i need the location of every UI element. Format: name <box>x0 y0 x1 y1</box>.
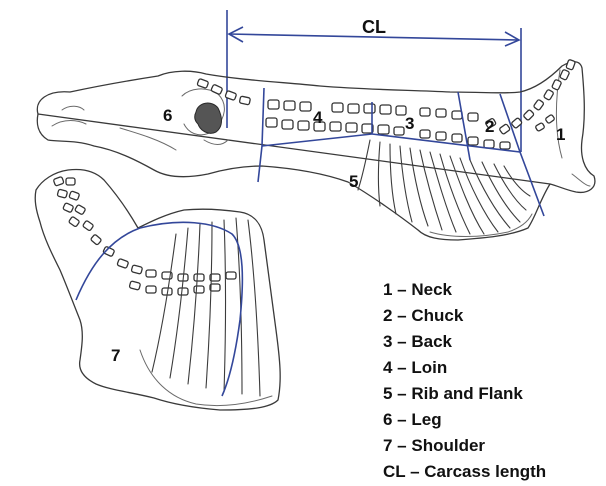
carcass-ribs <box>358 140 532 237</box>
part-number-6: 6 <box>163 106 172 125</box>
part-number-4: 4 <box>313 108 323 127</box>
cut-line-belly <box>262 134 372 146</box>
carcass-inner-detail <box>52 106 176 150</box>
legend-item-rib-and-flank: 5 – Rib and Flank <box>383 384 523 403</box>
part-number-1: 1 <box>556 125 565 144</box>
legend-item-loin: 4 – Loin <box>383 358 447 377</box>
legend-item-chuck: 2 – Chuck <box>383 306 464 325</box>
vertebrae-row-lower <box>266 118 510 149</box>
cut-line-chuck-neck <box>500 94 544 216</box>
forequarter-sketch: 7 <box>35 169 280 410</box>
legend-item-leg: 6 – Leg <box>383 410 442 429</box>
legend: 1 – Neck 2 – Chuck 3 – Back 4 – Loin 5 –… <box>383 280 546 481</box>
part-number-5: 5 <box>349 172 358 191</box>
hip-socket <box>195 103 222 133</box>
cut-line-shoulder <box>76 222 242 396</box>
legend-item-back: 3 – Back <box>383 332 453 351</box>
carcass-outline-lower <box>37 114 550 240</box>
part-number-2: 2 <box>485 117 494 136</box>
forequarter-ribs <box>140 218 272 406</box>
neck-vertebrae <box>485 59 575 134</box>
cut-line-back-chuck <box>458 92 470 160</box>
part-number-7: 7 <box>111 346 120 365</box>
cut-line-loin-front <box>258 88 264 182</box>
cl-label: CL <box>362 17 386 37</box>
legend-item-carcass-length: CL – Carcass length <box>383 462 546 481</box>
part-number-3: 3 <box>405 114 414 133</box>
legend-item-neck: 1 – Neck <box>383 280 453 299</box>
forequarter-vertebrae <box>53 176 236 295</box>
vertebrae-row-upper <box>197 78 478 121</box>
legend-item-shoulder: 7 – Shoulder <box>383 436 485 455</box>
